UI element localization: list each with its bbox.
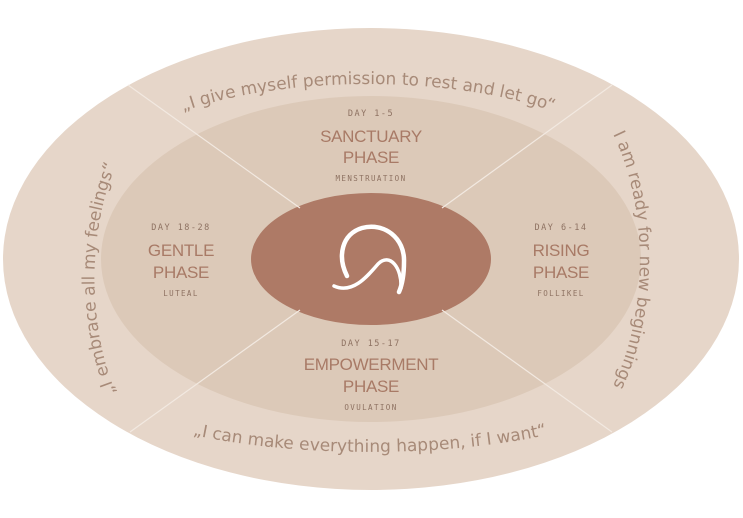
phase-rising-sub: FOLLIKEL [537,289,584,298]
phase-sanctuary-sub: MENSTRUATION [336,174,407,183]
phase-rising-title: RISING [533,241,590,260]
divider-top-right [441,84,613,209]
center-disc [251,193,491,325]
phase-rising: DAY 6-14 RISING PHASE FOLLIKEL [533,223,590,298]
divider-bottom-right [441,309,613,433]
quadrant-dividers [127,84,613,433]
phase-empowerment-day: DAY 15-17 [341,339,401,349]
divider-top-left [127,84,301,209]
phase-sanctuary: DAY 1-5 SANCTUARY PHASE MENSTRUATION [320,109,422,183]
phase-empowerment-label: PHASE [343,377,399,396]
phase-gentle-label: PHASE [153,263,209,282]
phase-sanctuary-day: DAY 1-5 [348,109,394,119]
phase-rising-label: PHASE [533,263,589,282]
cycle-wave-icon [332,224,407,295]
phase-gentle: DAY 18-28 GENTLE PHASE LUTEAL [148,223,215,298]
phase-sanctuary-label: PHASE [343,148,399,167]
phase-empowerment-sub: OVULATION [344,403,397,412]
phase-gentle-title: GENTLE [148,241,214,260]
divider-bottom-left [129,309,301,433]
phase-empowerment-title: EMPOWERMENT [304,355,439,374]
phase-sanctuary-title: SANCTUARY [320,127,422,146]
phase-rising-day: DAY 6-14 [535,223,588,233]
phase-empowerment: DAY 15-17 EMPOWERMENT PHASE OVULATION [304,339,439,412]
phase-gentle-day: DAY 18-28 [151,223,211,233]
phase-gentle-sub: LUTEAL [163,289,199,298]
